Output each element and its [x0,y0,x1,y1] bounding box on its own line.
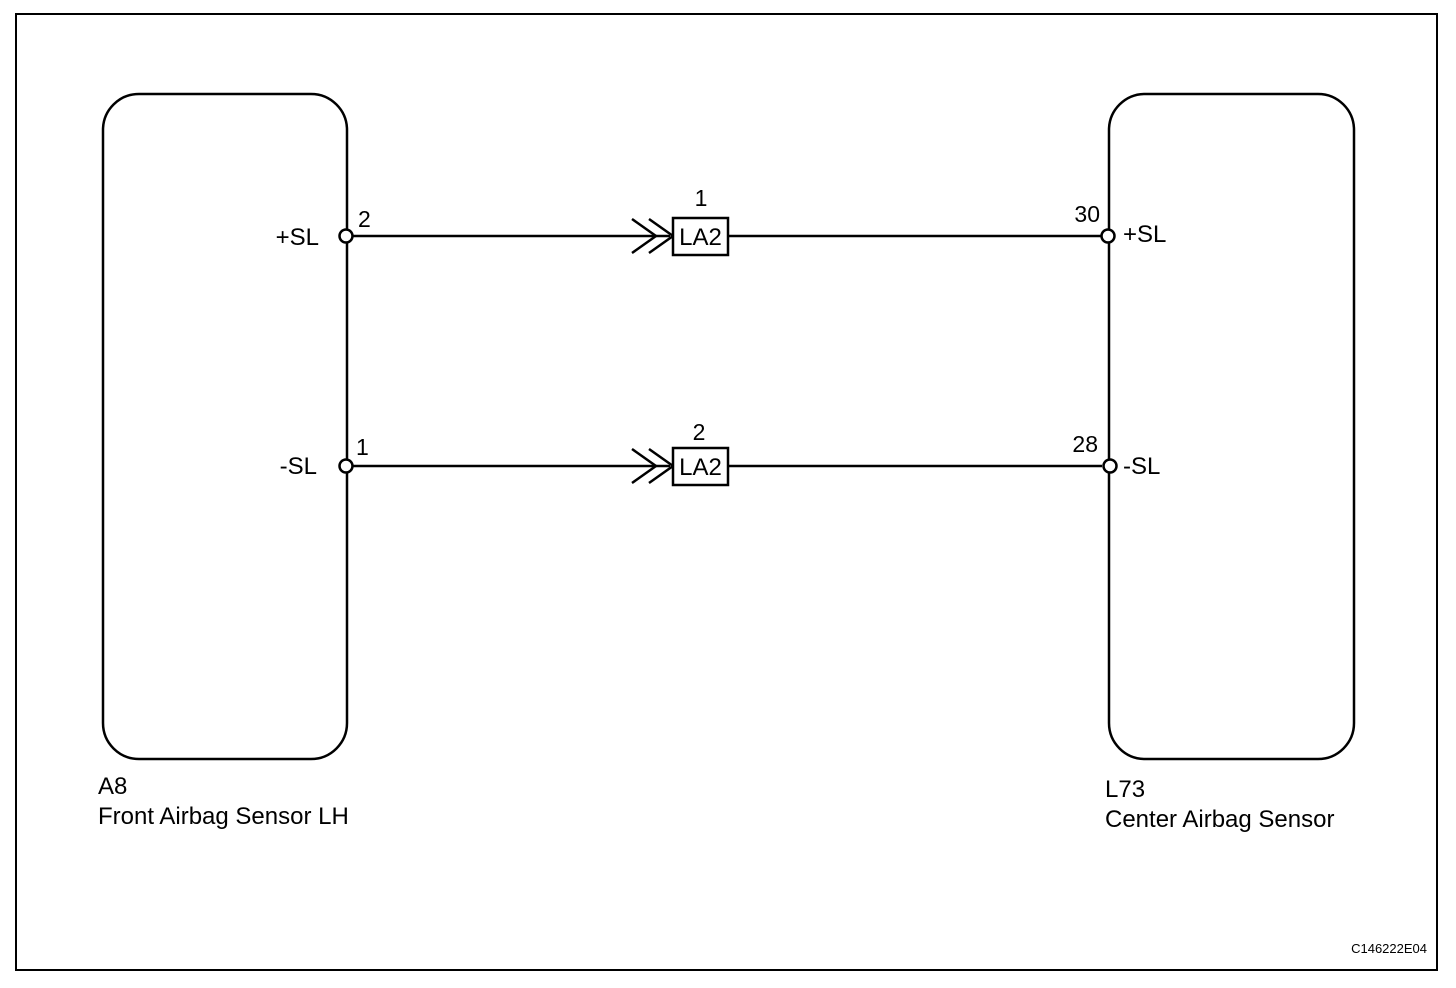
right-terminal-label: +SL [1123,221,1166,248]
terminal-left-minus-sl [338,458,354,474]
terminal-left-plus-sl [338,228,354,244]
right-component-code: L73 [1105,776,1145,803]
connector-la2-label: LA2 [679,454,722,481]
center-airbag-sensor-box [1107,92,1356,761]
wire-plus-sl: LA2 1 2 +SL 30 +SL [276,185,1166,257]
left-terminal-label: +SL [276,224,319,251]
connector-la2-box [671,446,730,487]
connector-la2-box [671,216,730,257]
right-terminal-label: -SL [1123,453,1160,480]
connector-pin-number: 1 [695,185,708,211]
connector-la2-label: LA2 [679,224,722,251]
left-pin-number: 2 [358,206,371,232]
right-pin-number: 30 [1074,201,1100,227]
diagram-code: C146222E04 [1351,941,1427,956]
left-component-code: A8 [98,773,127,800]
connector-arrow-outer [631,447,659,485]
left-pin-number: 1 [356,434,369,460]
connector-pin-number: 2 [693,419,706,445]
right-pin-number: 28 [1072,431,1098,457]
connector-arrow-outer [631,217,659,255]
diagram-frame [15,13,1438,971]
right-component-name: Center Airbag Sensor [1105,806,1334,833]
terminal-right-minus-sl [1102,458,1118,474]
front-airbag-sensor-lh-box [101,92,349,761]
wire-minus-sl: LA2 2 1 -SL 28 -SL [280,419,1160,487]
left-component-name: Front Airbag Sensor LH [98,803,349,830]
terminal-right-plus-sl [1100,228,1116,244]
left-terminal-label: -SL [280,453,317,480]
